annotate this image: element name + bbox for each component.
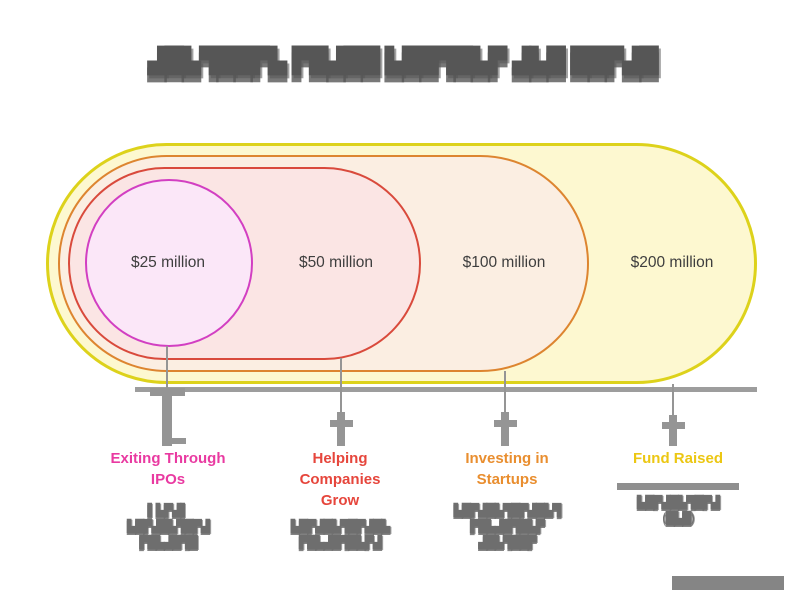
garbled-description-line: ▙█▛▟█▙▜█▛▟█▙▜: [453, 503, 562, 517]
category-fund-raised: Fund Raised ▙█▛▟█▙▜█▛▟ (█▙█): [590, 448, 766, 526]
category-label-line: Companies: [299, 471, 381, 488]
connector-bar-2: [337, 412, 345, 446]
amount-label-25m: $25 million: [130, 254, 206, 271]
garbled-description: ▙█▛▟█▙▜█▛▟█▙▜ ▛█▙▟█▜█▙▛ ▟█▙▜██▛: [419, 502, 595, 550]
amount-label-200m: $200 million: [630, 254, 714, 271]
amount-label-50m: $50 million: [298, 254, 374, 271]
watermark-redaction-bar: [672, 576, 784, 590]
amount-label-100m: $100 million: [462, 254, 546, 271]
connector-bar-1: [162, 390, 172, 446]
category-label-line: Helping: [312, 450, 368, 467]
category-label-line: Investing in: [465, 450, 549, 467]
garbled-description-line: ▙█▛▟█▙▜█▛▟: [636, 495, 720, 509]
circle-exiting-through-ipos: [85, 179, 253, 347]
category-exiting-through-ipos: Exiting Through IPOs ▌▙▛▟▌ ▙█▛▟█▙▜█▛▟ ▛█…: [80, 448, 256, 550]
garbled-description-line: ▙█▛▟█▙▜█▛▟█▙: [290, 519, 391, 533]
category-label-line: Grow: [320, 492, 360, 509]
connector-bar-4: [669, 415, 677, 446]
connector-cap-1: [150, 388, 185, 396]
garbled-description-line: ▛█▙▟█▜█▙▛▟: [298, 535, 382, 549]
garbled-description: ▙█▛▟█▙▜█▛▟█▙ ▛█▙▟█▜█▙▛▟: [252, 518, 428, 550]
connector-cross-3: [494, 420, 517, 427]
garbled-description: ▙█▛▟█▙▜█▛▟ (█▙█): [590, 494, 766, 526]
garbled-description-line: ▙█▛▟█▙▜█▛▟: [126, 519, 210, 533]
connector-bar-3: [501, 412, 509, 446]
connector-line-3: [504, 371, 506, 446]
category-label-line: Exiting Through: [110, 450, 226, 467]
diagram-title-garbled: ▟█▙▜██▛▙ ▛█▟██ ▙██▜█▙▛ ▟▙█ ██▛▟█: [147, 46, 658, 75]
connector-line-2: [340, 358, 342, 446]
connector-cross-2: [330, 420, 353, 427]
garbled-description-line: ▌▙▛▟▌: [147, 503, 189, 517]
garbled-description-line: (█▙█): [661, 511, 695, 525]
category-label-line: Fund Raised: [632, 450, 723, 467]
category-label-line: IPOs: [150, 471, 186, 488]
category-investing-in-startups: Investing in Startups ▙█▛▟█▙▜█▛▟█▙▜ ▛█▙▟…: [419, 448, 595, 550]
garbled-description-line: ▛█▙▟█▜█: [139, 535, 198, 549]
category-label-line: Startups: [476, 471, 538, 488]
connector-cross-4: [662, 422, 685, 429]
garbled-description: ▌▙▛▟▌ ▙█▛▟█▙▜█▛▟ ▛█▙▟█▜█: [80, 502, 256, 550]
garbled-description-line: ▛█▙▟█▜█▙▛: [469, 519, 545, 533]
category-helping-companies-grow: Helping Companies Grow ▙█▛▟█▙▜█▛▟█▙ ▛█▙▟…: [252, 448, 428, 550]
axis-line: [135, 387, 757, 392]
connector-foot-1: [162, 438, 186, 444]
garbled-description-line: ▟█▙▜██▛: [478, 535, 537, 549]
garbled-underline-bar: [617, 483, 739, 490]
